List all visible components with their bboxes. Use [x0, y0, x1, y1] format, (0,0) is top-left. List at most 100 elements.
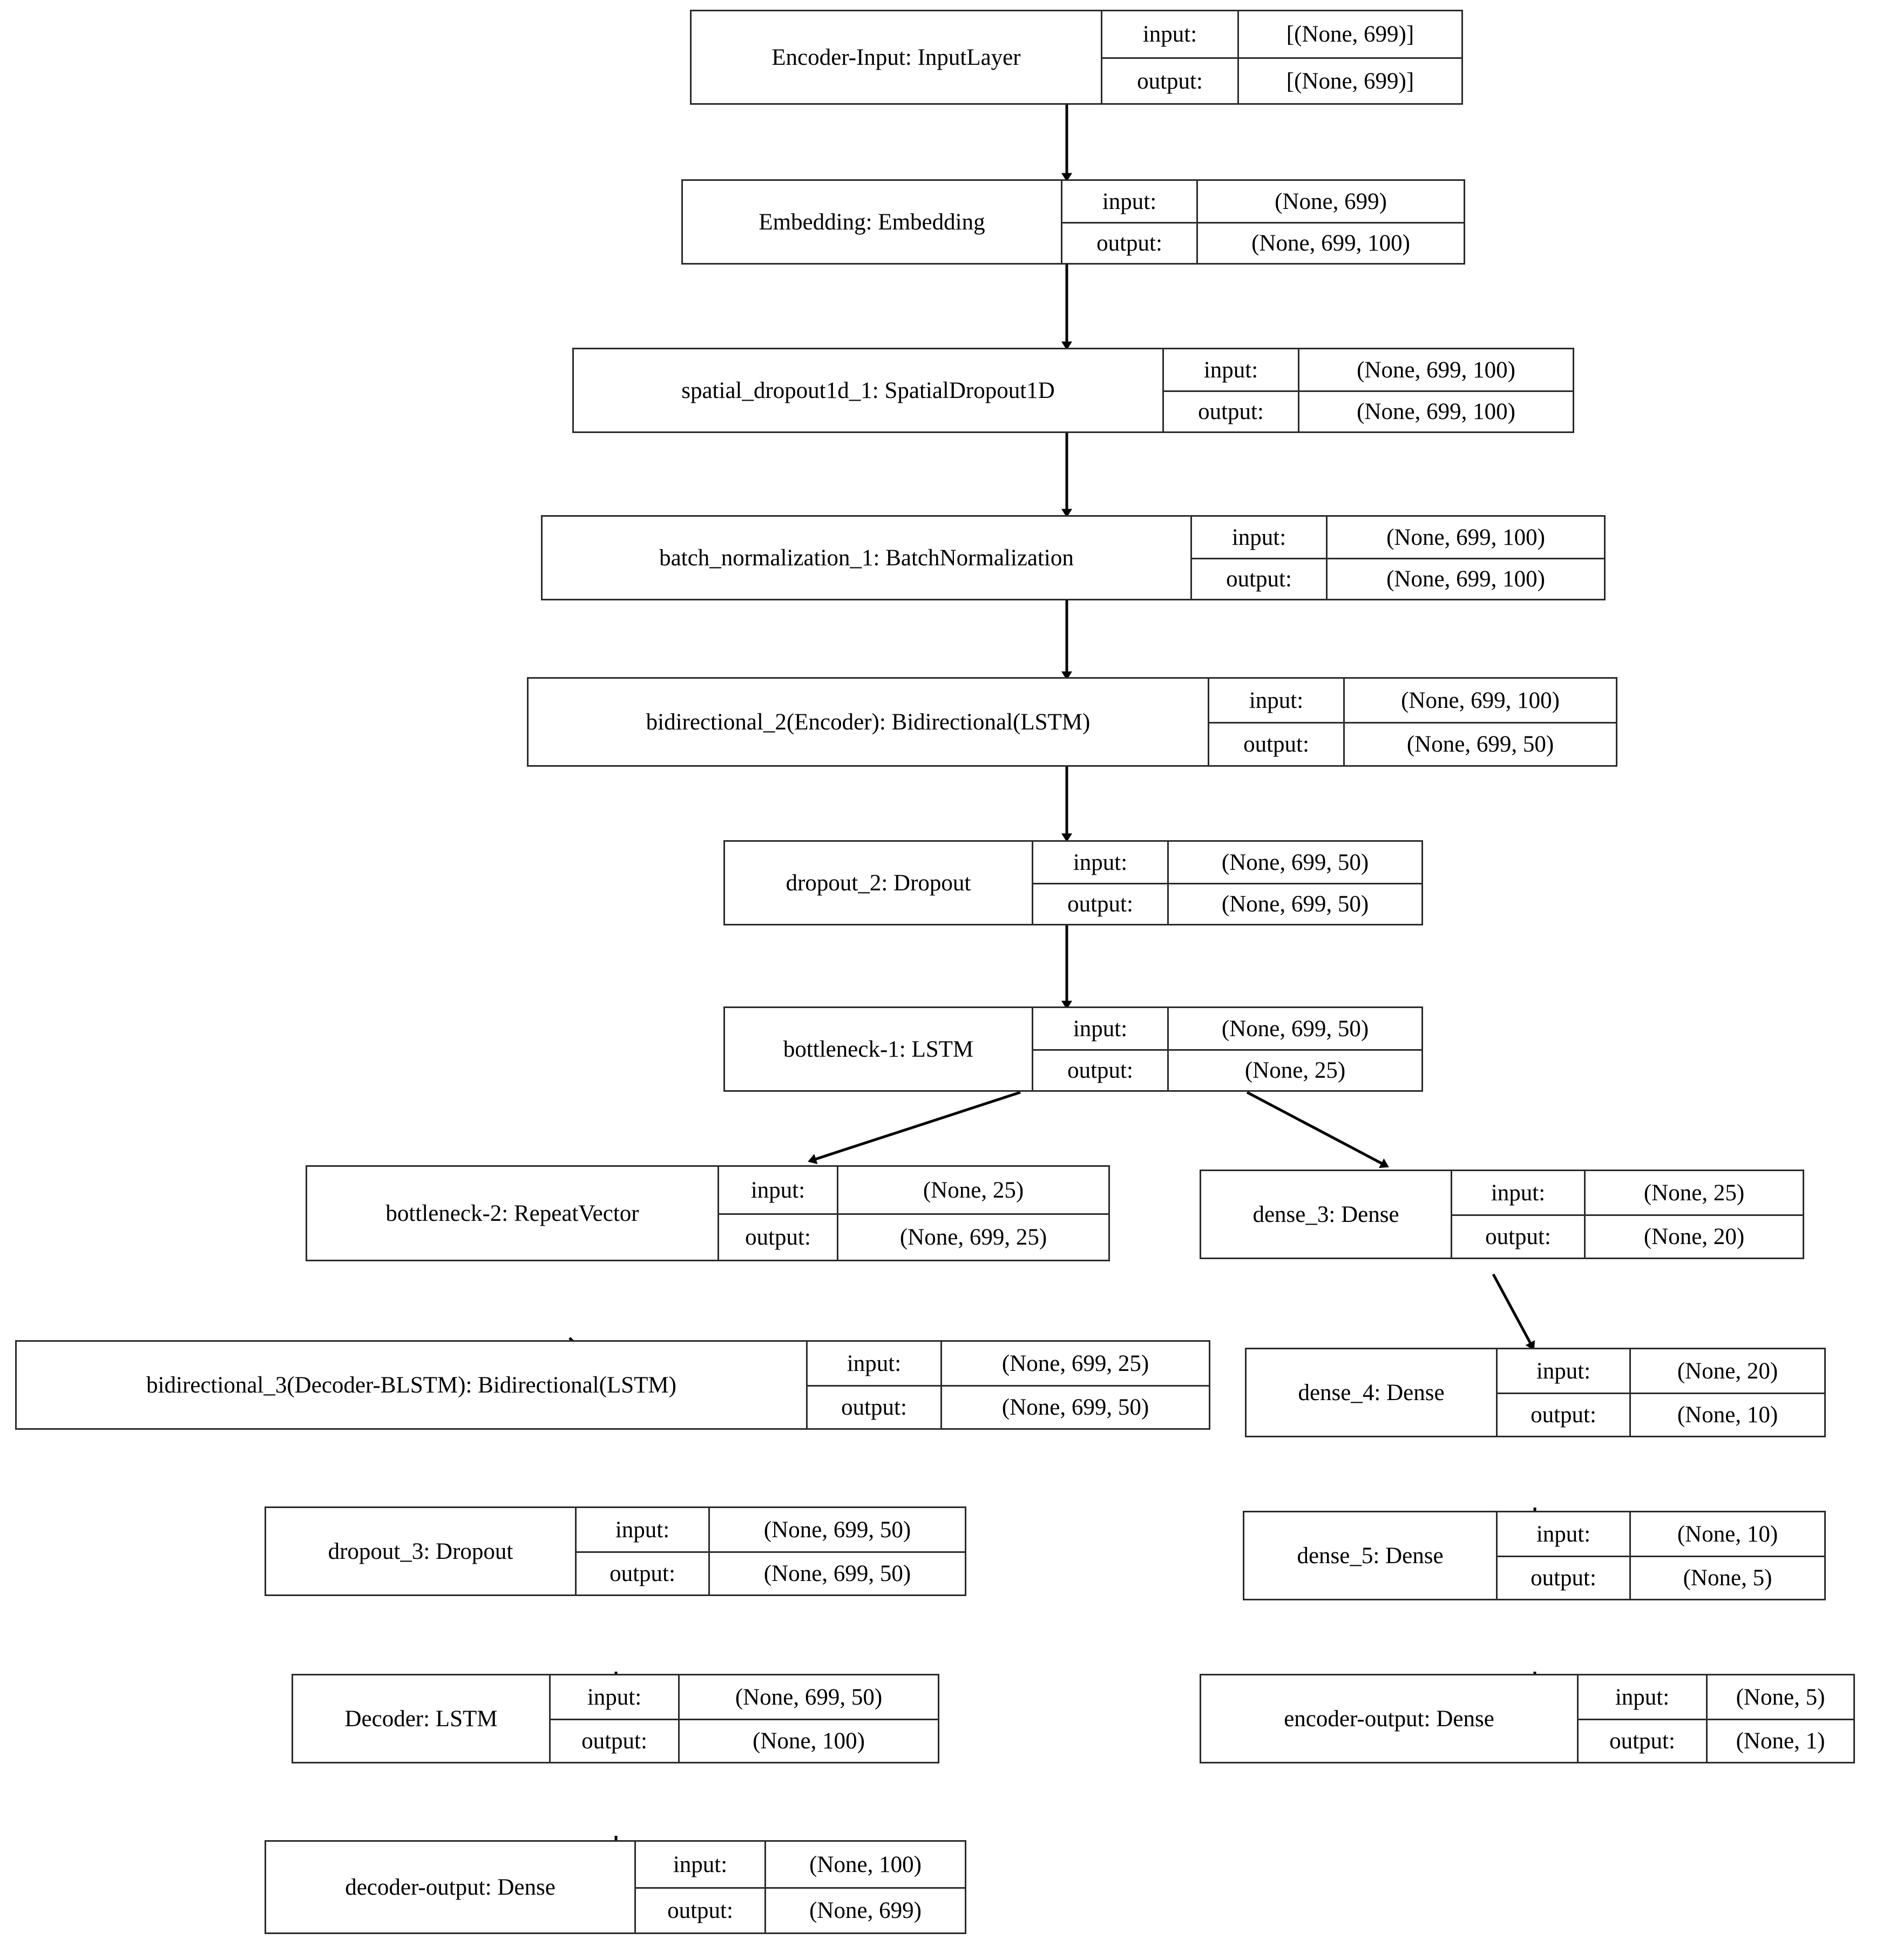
node-encoder-input-output-row: output: [(None, 699)] [1102, 57, 1461, 103]
node-dense-3-output-value: (None, 20) [1584, 1216, 1803, 1258]
node-encoder-output-label: encoder-output: Dense [1284, 1706, 1494, 1732]
node-encoder-input-io: input: [(None, 699)] output: [(None, 699… [1101, 11, 1461, 103]
node-bidirectional-2-encoder-io: input: (None, 699, 100) output: (None, 6… [1208, 679, 1616, 765]
node-bidirectional-3-output-value: (None, 699, 50) [940, 1387, 1209, 1428]
output-label: output: [667, 1898, 733, 1923]
node-dense-4-output-value: (None, 10) [1629, 1394, 1824, 1436]
node-dense-4-input-row: input: (None, 20) [1498, 1349, 1824, 1393]
node-decoder-output-input-row: input: (None, 100) [636, 1842, 965, 1887]
node-dropout-3[interactable]: dropout_3: Dropout input: (None, 699, 50… [265, 1506, 966, 1596]
node-batch-normalization-1[interactable]: batch_normalization_1: BatchNormalizatio… [541, 515, 1606, 600]
node-bottleneck-1-label: bottleneck-1: LSTM [783, 1036, 974, 1062]
node-dense-3-label: dense_3: Dense [1252, 1201, 1399, 1227]
node-dense-5[interactable]: dense_5: Dense input: (None, 10) output:… [1243, 1511, 1826, 1600]
output-label: output: [1137, 68, 1203, 94]
edge-dense-3-to-dense-4 [1492, 1273, 1535, 1350]
node-encoder-input-input-row: input: [(None, 699)] [1102, 11, 1461, 57]
node-bottleneck-2[interactable]: bottleneck-2: RepeatVector input: (None,… [306, 1165, 1110, 1261]
node-bidirectional-2-encoder-input-row: input: (None, 699, 100) [1209, 679, 1616, 722]
node-dropout-2-output-value: (None, 699, 50) [1167, 884, 1421, 924]
node-dropout-3-output-row: output: (None, 699, 50) [577, 1551, 965, 1594]
node-batch-normalization-1-input-value: (None, 699, 100) [1326, 517, 1604, 558]
node-spatial-dropout1d-1[interactable]: spatial_dropout1d_1: SpatialDropout1D in… [572, 348, 1574, 433]
input-label: input: [1142, 22, 1197, 47]
output-label: output: [1067, 1058, 1133, 1083]
node-bottleneck-2-label: bottleneck-2: RepeatVector [385, 1200, 639, 1226]
node-decoder-output-row: output: (None, 100) [551, 1719, 938, 1762]
node-dropout-2-label: dropout_2: Dropout [786, 870, 971, 896]
node-bidirectional-3-output-row: output: (None, 699, 50) [808, 1385, 1209, 1428]
node-spatial-dropout1d-1-output-value: (None, 699, 100) [1298, 392, 1573, 431]
node-bidirectional-2-encoder[interactable]: bidirectional_2(Encoder): Bidirectional(… [527, 677, 1617, 767]
node-embedding[interactable]: Embedding: Embedding input: (None, 699) … [681, 179, 1465, 265]
node-decoder-output[interactable]: decoder-output: Dense input: (None, 100)… [265, 1840, 966, 1934]
output-label: output: [745, 1225, 811, 1250]
output-label: output: [581, 1728, 647, 1754]
edge-bottleneck-1-to-bottleneck-2 [808, 1091, 1021, 1165]
node-bottleneck-2-output-row: output: (None, 699, 25) [719, 1213, 1108, 1260]
node-decoder-output-output-row: output: (None, 699) [636, 1887, 965, 1932]
node-bidirectional-3-input-value: (None, 699, 25) [940, 1342, 1209, 1385]
input-label: input: [1231, 524, 1286, 550]
node-encoder-output-input-value: (None, 5) [1706, 1675, 1853, 1719]
node-bottleneck-1-input-value: (None, 699, 50) [1167, 1008, 1421, 1049]
node-spatial-dropout1d-1-input-row: input: (None, 699, 100) [1164, 349, 1573, 390]
node-batch-normalization-1-output-value: (None, 699, 100) [1326, 559, 1604, 599]
node-spatial-dropout1d-1-label: spatial_dropout1d_1: SpatialDropout1D [681, 377, 1055, 403]
node-dropout-2[interactable]: dropout_2: Dropout input: (None, 699, 50… [723, 840, 1423, 925]
node-dense-4[interactable]: dense_4: Dense input: (None, 20) output:… [1245, 1348, 1826, 1437]
node-bidirectional-3-decoder-blstm-io: input: (None, 699, 25) output: (None, 69… [806, 1342, 1209, 1428]
node-bottleneck-1[interactable]: bottleneck-1: LSTM input: (None, 699, 50… [723, 1006, 1423, 1092]
node-bottleneck-1-output-value: (None, 25) [1167, 1051, 1421, 1090]
node-embedding-label: Embedding: Embedding [759, 209, 985, 235]
node-encoder-output[interactable]: encoder-output: Dense input: (None, 5) o… [1200, 1674, 1855, 1763]
output-label: output: [1531, 1402, 1596, 1428]
node-dense-5-input-value: (None, 10) [1629, 1512, 1824, 1556]
node-batch-normalization-1-input-row: input: (None, 699, 100) [1192, 517, 1604, 558]
node-dense-3-output-row: output: (None, 20) [1452, 1214, 1803, 1258]
output-label: output: [1067, 891, 1133, 917]
output-label: output: [841, 1395, 907, 1420]
node-dropout-3-input-row: input: (None, 699, 50) [577, 1508, 965, 1551]
node-batch-normalization-1-label: batch_normalization_1: BatchNormalizatio… [659, 545, 1074, 571]
node-dropout-2-io: input: (None, 699, 50) output: (None, 69… [1032, 842, 1421, 924]
output-label: output: [1243, 732, 1309, 757]
node-encoder-output-io: input: (None, 5) output: (None, 1) [1577, 1675, 1853, 1762]
input-label: input: [587, 1684, 642, 1710]
node-dense-3[interactable]: dense_3: Dense input: (None, 25) output:… [1200, 1170, 1804, 1259]
input-label: input: [1249, 687, 1304, 713]
node-embedding-input-value: (None, 699) [1196, 181, 1464, 222]
input-label: input: [615, 1517, 670, 1543]
node-dense-3-input-value: (None, 25) [1584, 1171, 1803, 1214]
node-bidirectional-3-decoder-blstm-label: bidirectional_3(Decoder-BLSTM): Bidirect… [146, 1372, 676, 1398]
node-encoder-output-input-row: input: (None, 5) [1579, 1675, 1853, 1719]
node-dense-3-input-row: input: (None, 25) [1452, 1171, 1803, 1214]
output-label: output: [1531, 1565, 1596, 1591]
output-label: output: [1609, 1728, 1675, 1754]
input-label: input: [750, 1177, 805, 1203]
edge-bottleneck-1-to-dense-3 [1246, 1091, 1389, 1168]
input-label: input: [1536, 1358, 1591, 1384]
node-encoder-input-label: Encoder-Input: InputLayer [771, 44, 1021, 70]
node-decoder-input-value: (None, 699, 50) [678, 1675, 938, 1719]
node-dropout-3-label: dropout_3: Dropout [328, 1538, 513, 1564]
output-label: output: [1198, 399, 1264, 424]
output-label: output: [1226, 566, 1292, 592]
node-bottleneck-2-input-row: input: (None, 25) [719, 1167, 1108, 1213]
node-encoder-input[interactable]: Encoder-Input: InputLayer input: [(None,… [690, 10, 1463, 105]
input-label: input: [1073, 849, 1128, 875]
node-bidirectional-3-decoder-blstm[interactable]: bidirectional_3(Decoder-BLSTM): Bidirect… [15, 1340, 1210, 1430]
input-label: input: [1073, 1016, 1128, 1042]
input-label: input: [1203, 357, 1258, 383]
node-decoder-output-io: input: (None, 100) output: (None, 699) [634, 1842, 965, 1932]
input-label: input: [673, 1851, 728, 1877]
node-encoder-input-input-value: [(None, 699)] [1237, 11, 1461, 57]
input-label: input: [1491, 1180, 1546, 1206]
node-bottleneck-2-output-value: (None, 699, 25) [837, 1215, 1108, 1260]
node-bidirectional-2-encoder-input-value: (None, 699, 100) [1343, 679, 1616, 722]
node-decoder[interactable]: Decoder: LSTM input: (None, 699, 50) out… [292, 1674, 939, 1763]
node-bottleneck-1-io: input: (None, 699, 50) output: (None, 25… [1032, 1008, 1421, 1090]
node-batch-normalization-1-output-row: output: (None, 699, 100) [1192, 558, 1604, 599]
